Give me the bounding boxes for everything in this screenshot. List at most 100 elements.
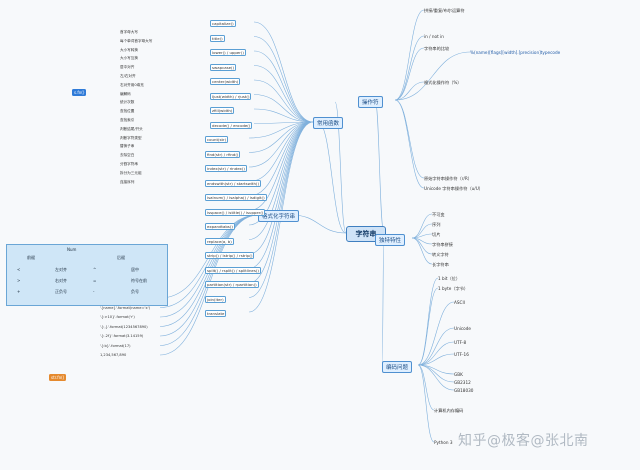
connector	[159, 214, 259, 337]
format-example[interactable]: '{:b}'.format(17)	[100, 343, 131, 348]
method-note[interactable]: 左/右对齐	[120, 74, 136, 78]
method-item[interactable]: swapcase()	[210, 63, 237, 71]
encoding-item[interactable]: UTF-8	[454, 340, 467, 345]
method-item[interactable]: capitalize()	[210, 20, 236, 27]
table-cell: =	[93, 278, 97, 283]
format-example[interactable]: '{:,}'.format(1234567890)	[100, 324, 148, 329]
method-note[interactable]: 判断结尾/开头	[120, 126, 143, 131]
feature-item[interactable]: 转义字符	[432, 252, 449, 257]
connector	[417, 301, 455, 366]
encoding-item[interactable]: 计算机内存编码	[434, 408, 464, 413]
connector	[253, 108, 314, 123]
category-operators[interactable]: 操作符	[358, 96, 383, 108]
method-item[interactable]: find(str) / rfind()	[205, 150, 241, 158]
method-item[interactable]: partition(str) / rpartition()	[205, 281, 259, 288]
encoding-item[interactable]: GB18030	[454, 388, 474, 393]
method-note[interactable]: 查找位置	[120, 109, 135, 114]
method-note[interactable]: 大小写转换	[120, 47, 138, 52]
encoding-item[interactable]: 1 byte（字节）	[438, 286, 469, 291]
connector	[417, 327, 455, 366]
method-note[interactable]: 连接序列	[120, 179, 135, 184]
operators-item[interactable]: 原始字符串操作符（r/R）	[424, 176, 472, 181]
table-cell: <	[17, 267, 21, 272]
operators-item[interactable]: %(name)[flags][width].[precision]typecod…	[470, 50, 561, 55]
connector	[394, 47, 425, 101]
category-features[interactable]: 独特特性	[375, 234, 406, 246]
table-cell: 左对齐	[55, 267, 67, 272]
connector	[417, 364, 435, 443]
encoding-item[interactable]: ASCII	[454, 300, 465, 305]
feature-item[interactable]: 切片	[432, 232, 441, 237]
method-note[interactable]: 查找索引	[120, 118, 135, 122]
connector	[381, 232, 385, 366]
connector	[248, 121, 314, 153]
method-item[interactable]: isalnum() / isalpha() / isdigit()	[205, 194, 267, 201]
connector	[253, 65, 314, 123]
method-item[interactable]: replace(a, b)	[205, 237, 234, 245]
method-note[interactable]: 去除空白	[120, 153, 135, 158]
operators-item[interactable]: 格式化操作符（%）	[424, 80, 462, 85]
connector	[317, 121, 347, 234]
table-cell: 居中	[131, 267, 139, 272]
connector	[248, 121, 314, 284]
method-note[interactable]: 居中对齐	[120, 65, 135, 70]
method-item[interactable]: expandtabs()	[205, 223, 235, 230]
connector	[411, 213, 433, 239]
connector	[248, 121, 314, 298]
feature-item[interactable]: 字符串拼接	[432, 242, 453, 247]
operators-item[interactable]: 字符串的比较	[424, 46, 450, 51]
method-note[interactable]: 右对齐用0填充	[120, 82, 144, 87]
method-note[interactable]: 拆分为三元组	[120, 170, 142, 175]
category-encoding[interactable]: 编码问题	[382, 361, 413, 373]
encoding-item[interactable]: Python 3	[434, 440, 453, 445]
operators-item[interactable]: Unicode 字符串操作符（u/U）	[424, 186, 483, 191]
encoding-item[interactable]: GBK	[454, 372, 463, 377]
method-item[interactable]: ljust(width) / rjust()	[210, 92, 252, 100]
connector	[394, 51, 471, 101]
method-item[interactable]: lower() / upper()	[210, 49, 246, 56]
method-note[interactable]: 每个单词首字母大写	[120, 38, 153, 43]
feature-item[interactable]: 不可变	[432, 212, 445, 217]
encoding-item[interactable]: Unicode	[454, 326, 471, 331]
method-item[interactable]: translate	[205, 310, 227, 317]
method-note[interactable]: 大小写互换	[120, 56, 138, 61]
method-item[interactable]: decode() / encode()	[210, 121, 253, 129]
encoding-item[interactable]: 1 bit（位）	[438, 276, 461, 281]
encoding-item[interactable]: GB2312	[454, 380, 471, 385]
table-header-num: Num	[67, 247, 77, 252]
table-cell: 正负号	[55, 289, 67, 294]
feature-item[interactable]: 序列	[432, 222, 441, 227]
method-item[interactable]: index(str) / rindex()	[205, 165, 247, 172]
category-format[interactable]: 格式化字符串	[258, 210, 300, 222]
method-item[interactable]: join(iter)	[205, 295, 226, 303]
method-note[interactable]: 判断字符类型	[120, 135, 142, 140]
encoding-item[interactable]: UTF-16	[454, 352, 469, 357]
connector	[334, 101, 347, 234]
format-example[interactable]: '{:>10}'.format('r')	[100, 315, 135, 319]
method-note[interactable]: 编解码	[120, 91, 131, 96]
method-item[interactable]: count(str)	[205, 136, 229, 143]
format-example[interactable]: 1,234,567,890	[100, 353, 127, 357]
category-func-left[interactable]: 常用函数	[313, 117, 344, 129]
method-note[interactable]: 替换子串	[120, 144, 135, 149]
feature-item[interactable]: 长字符串	[432, 262, 449, 267]
connector	[417, 364, 455, 391]
method-item[interactable]: zfill(width)	[210, 107, 235, 114]
format-example[interactable]: '{name}'.format(name='x')	[100, 305, 150, 310]
method-item[interactable]: split() / rsplit() / splitlines()	[205, 266, 261, 274]
method-note[interactable]: 统计次数	[120, 100, 135, 105]
method-note[interactable]: 分割字符串	[120, 162, 138, 166]
format-example[interactable]: '{:.2f}'.format(3.14159)	[100, 334, 144, 338]
connector	[394, 99, 425, 179]
operators-item[interactable]: in / not in	[424, 34, 444, 39]
method-item[interactable]: strip() / lstrip() / rstrip()	[205, 252, 255, 259]
watermark: 知乎@极客@张北南	[458, 433, 589, 449]
method-note[interactable]: 首字母大写	[120, 30, 138, 34]
method-item[interactable]: center(width)	[210, 78, 241, 85]
method-item[interactable]: endswith(str) / startswith()	[205, 179, 261, 187]
method-item[interactable]: isspace() / istitle() / isupper()	[205, 208, 266, 216]
method-item[interactable]: title()	[210, 34, 225, 42]
operators-item[interactable]: 拼接/重复/布尔运算符	[424, 8, 465, 13]
